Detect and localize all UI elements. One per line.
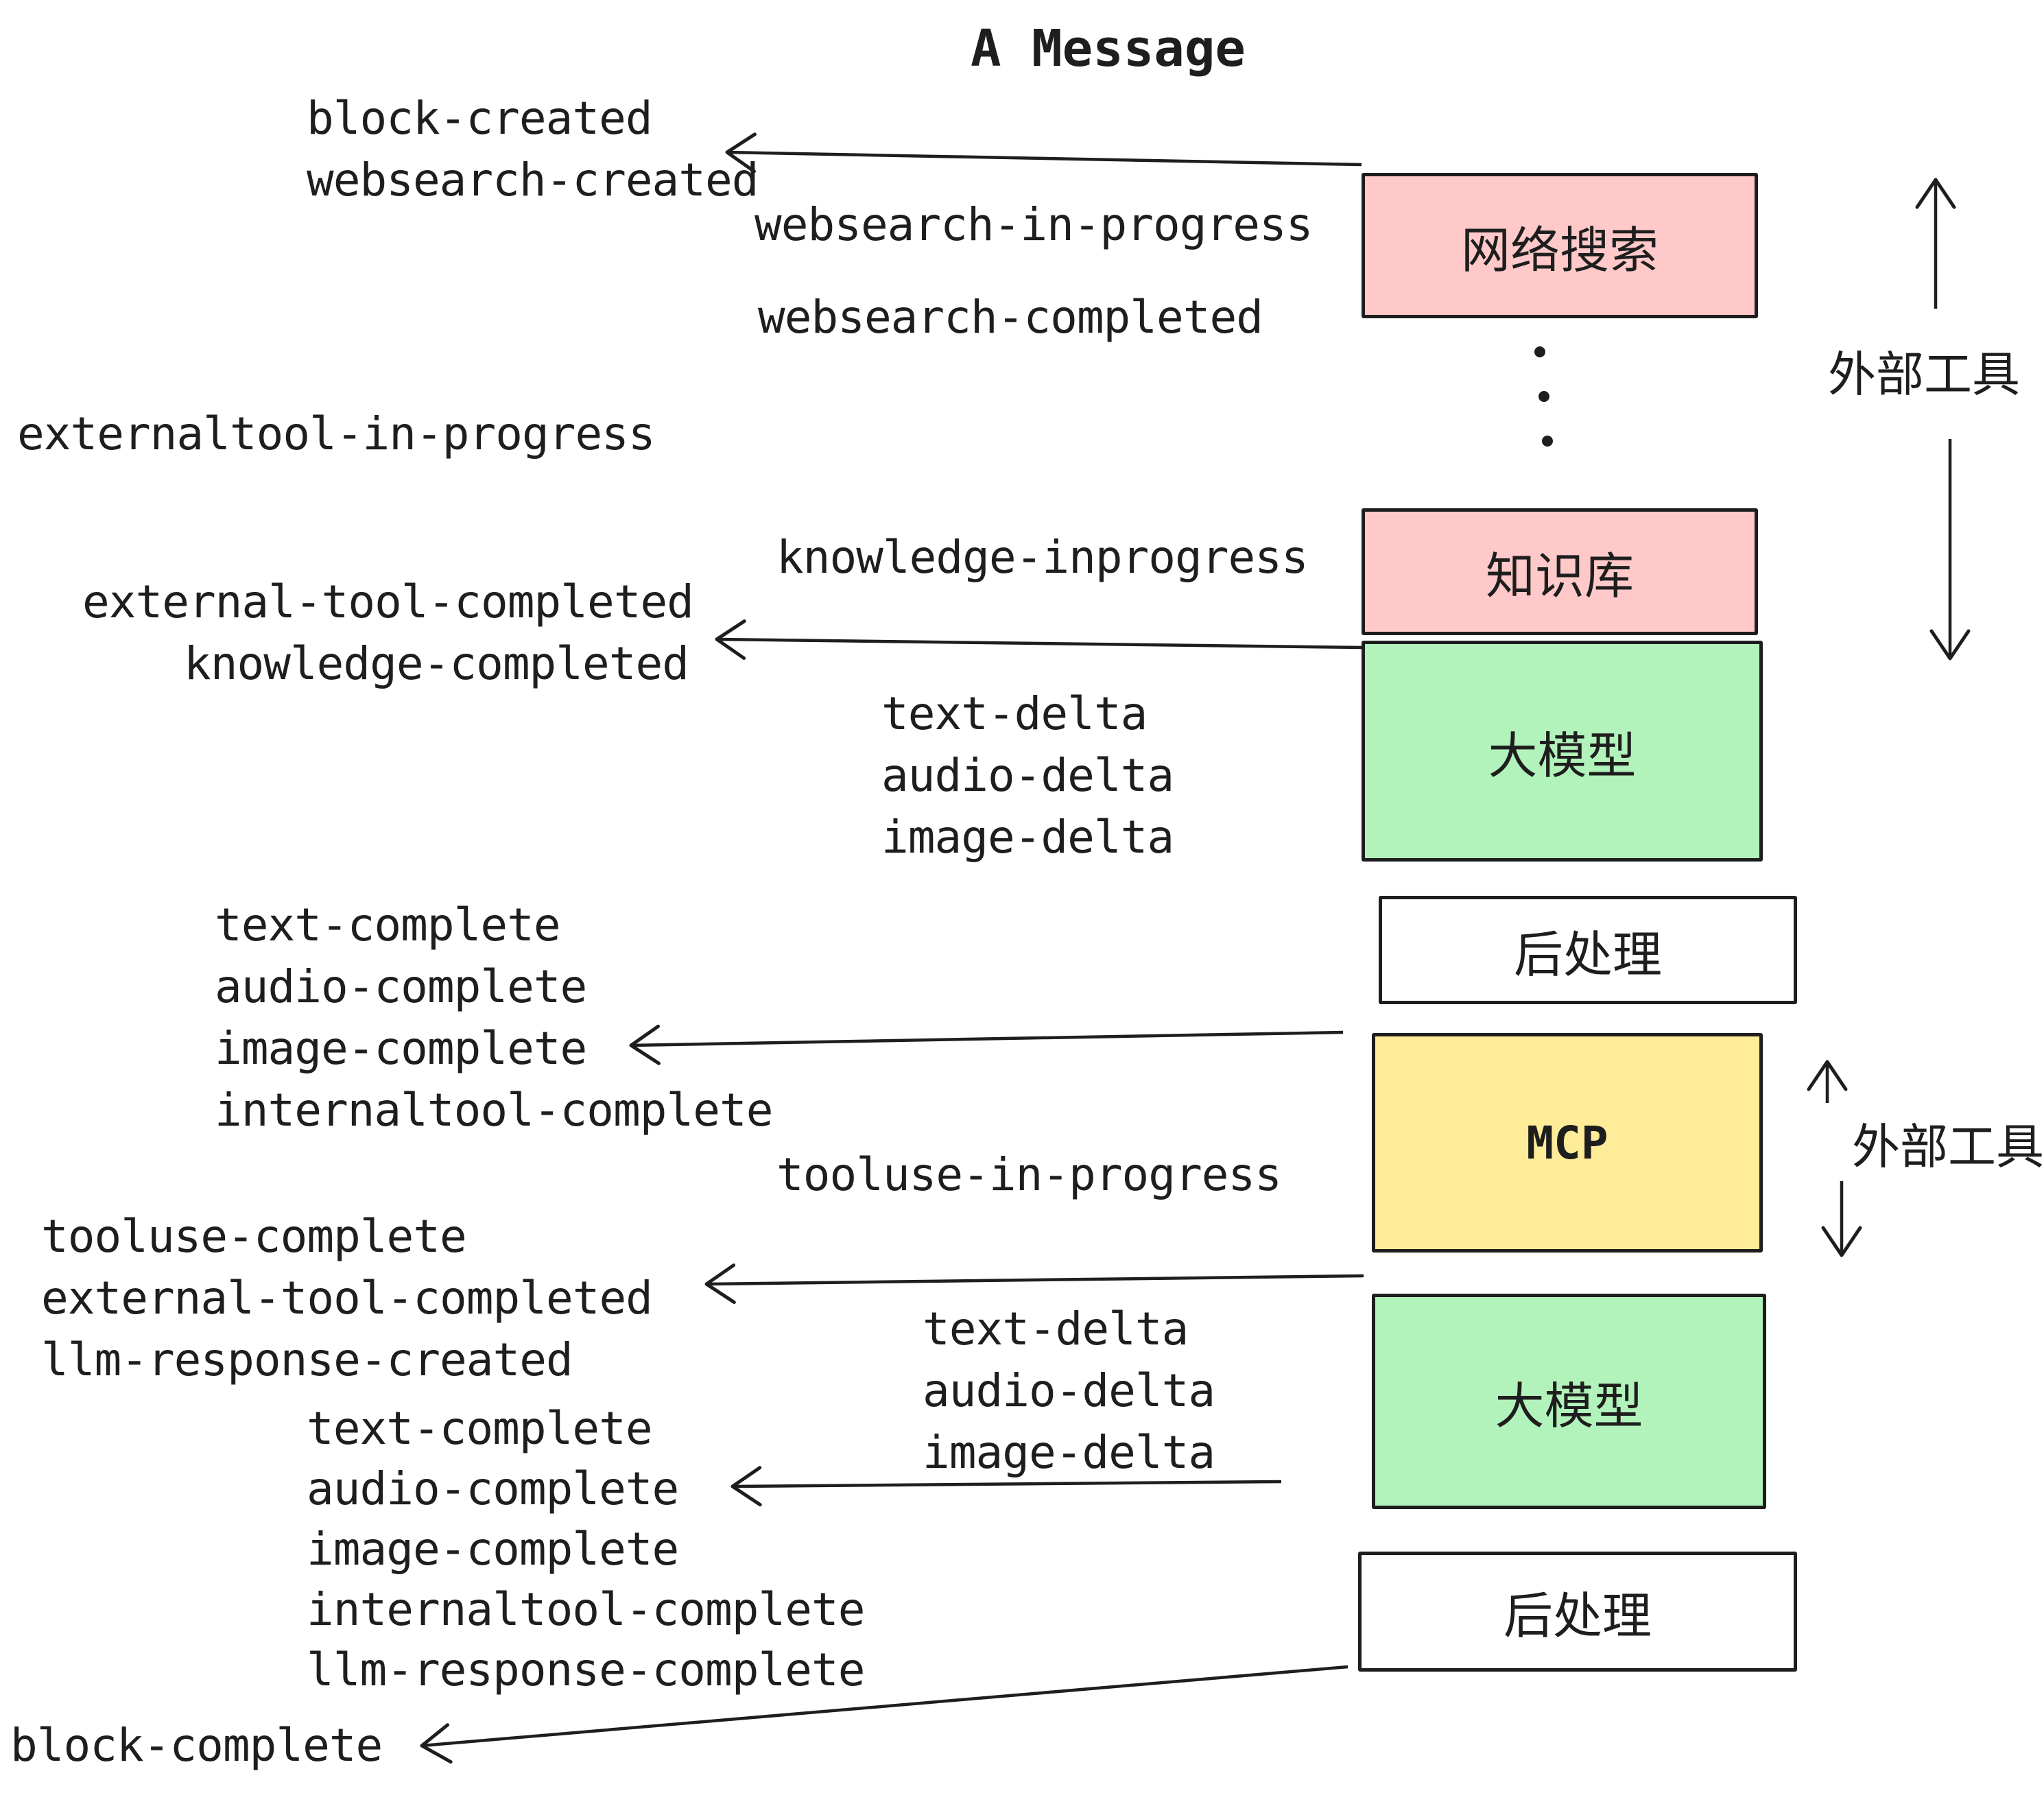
node-postprocess-2: 后处理 (1358, 1552, 1797, 1672)
event-image-complete-2: image-complete (307, 1523, 679, 1576)
event-image-delta-2: image-delta (923, 1426, 1215, 1479)
event-tooluse-in-progress: tooluse-in-progress (776, 1148, 1282, 1201)
event-audio-delta-2: audio-delta (923, 1364, 1215, 1417)
event-externaltool-in-progress: externaltool-in-progress (17, 407, 656, 460)
event-llm-response-complete: llm-response-complete (307, 1643, 865, 1696)
node-llm-1: 大模型 (1362, 641, 1763, 862)
node-websearch: 网络搜索 (1362, 173, 1758, 318)
arrow-block-websearch-created (725, 132, 1362, 174)
event-websearch-in-progress: websearch-in-progress (754, 198, 1313, 251)
event-text-delta-1: text-delta (881, 687, 1148, 740)
node-llm-1-label: 大模型 (1488, 726, 1637, 785)
node-postprocess-1: 后处理 (1379, 896, 1797, 1004)
event-internaltool-complete-2: internaltool-complete (307, 1583, 865, 1636)
event-websearch-completed: websearch-completed (758, 291, 1263, 344)
node-postprocess-2-label: 后处理 (1503, 1587, 1652, 1645)
event-knowledge-completed: knowledge-completed (184, 637, 689, 690)
node-knowledge-label: 知识库 (1485, 547, 1634, 605)
external-tools-label-top: 外部工具 (1828, 346, 2020, 403)
arrow-image-complete (629, 1024, 1344, 1065)
node-llm-2: 大模型 (1372, 1294, 1766, 1509)
external-tools-label-bottom: 外部工具 (1852, 1119, 2044, 1175)
arrow-knowledge-completed (715, 619, 1364, 661)
event-image-complete-1: image-complete (215, 1022, 587, 1075)
node-websearch-label: 网络搜索 (1460, 221, 1659, 279)
ellipsis-dot (1542, 436, 1553, 447)
node-postprocess-1-label: 后处理 (1513, 925, 1662, 984)
event-tooluse-complete: tooluse-complete (41, 1210, 467, 1263)
event-text-complete-2: text-complete (307, 1402, 653, 1455)
event-text-complete-1: text-complete (215, 899, 561, 951)
event-external-tool-completed-1: external-tool-completed (82, 575, 694, 628)
event-block-created: block-created (307, 92, 653, 145)
node-llm-2-label: 大模型 (1495, 1377, 1643, 1435)
event-audio-complete-1: audio-complete (215, 960, 587, 1013)
event-websearch-created: websearch-created (307, 154, 759, 206)
arrow-audio-complete (730, 1466, 1282, 1507)
node-mcp-label: MCP (1526, 1116, 1608, 1170)
arrow-tooluse-complete (704, 1263, 1364, 1304)
ellipsis-dot (1538, 391, 1549, 402)
node-mcp: MCP (1372, 1033, 1763, 1253)
event-audio-delta-1: audio-delta (881, 749, 1174, 802)
event-audio-complete-2: audio-complete (307, 1462, 679, 1515)
event-llm-response-created: llm-response-created (41, 1333, 573, 1386)
event-external-tool-completed-2: external-tool-completed (41, 1272, 653, 1325)
event-block-complete: block-complete (10, 1719, 383, 1772)
diagram-title: A Message (971, 19, 1246, 78)
event-internaltool-complete-1: internaltool-complete (215, 1084, 773, 1137)
event-knowledge-inprogress: knowledge-inprogress (776, 531, 1309, 584)
node-knowledge: 知识库 (1362, 508, 1758, 635)
ellipsis-dot (1534, 346, 1545, 357)
event-image-delta-1: image-delta (881, 811, 1174, 864)
event-text-delta-2: text-delta (923, 1303, 1189, 1355)
